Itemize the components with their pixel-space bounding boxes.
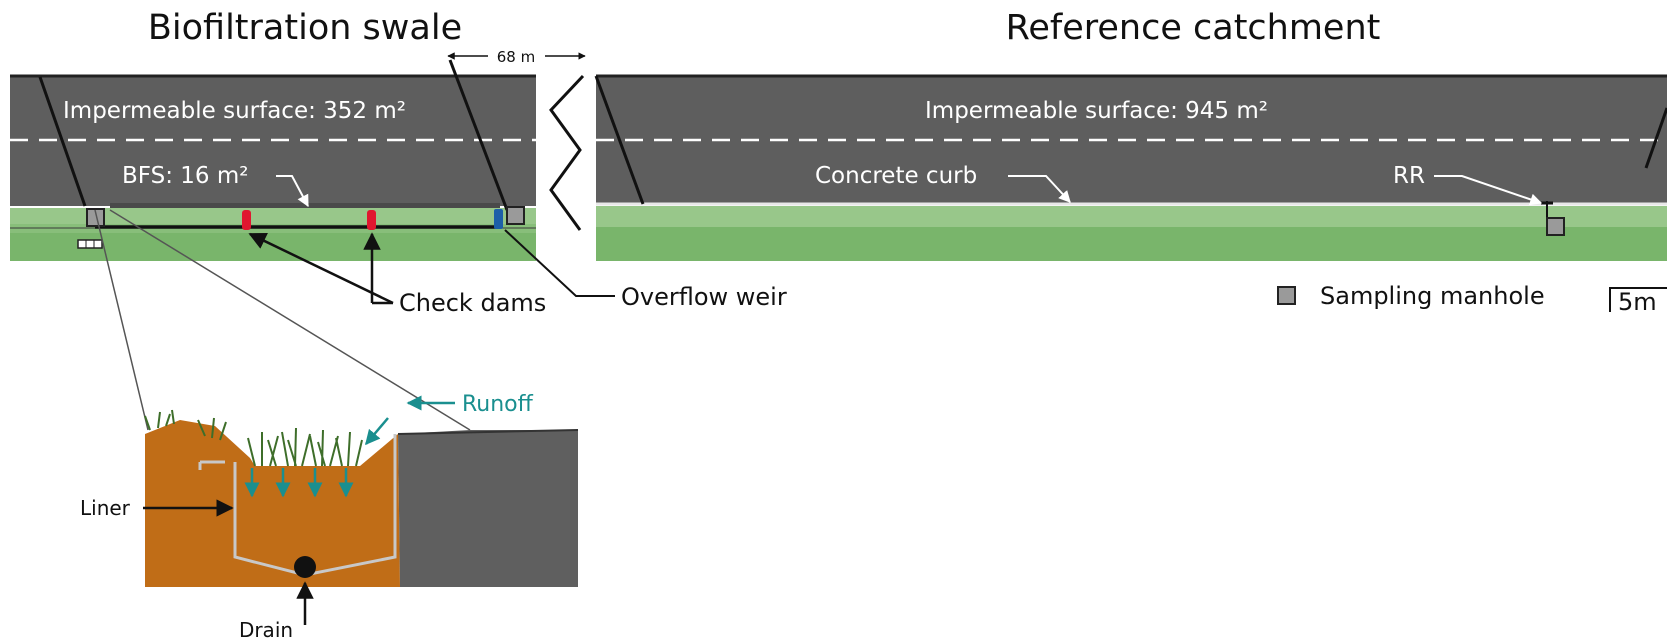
left-road-plan: [10, 59, 536, 261]
check-dam-1: [242, 210, 251, 230]
dimension-68m: 68 m: [447, 48, 586, 66]
right-grass-dark: [596, 227, 1667, 261]
left-surface-label: Impermeable surface: 352 m²: [63, 98, 406, 124]
check-dams-label: Check dams: [399, 289, 546, 317]
zoom-line-left: [94, 209, 149, 431]
runoff-inflow-arrow: [365, 417, 389, 446]
grass-tufts: [144, 409, 363, 467]
rr-label: RR: [1393, 163, 1425, 189]
sampling-manhole-left: [86, 208, 105, 227]
check-dams-callout: [248, 232, 394, 305]
bfs-label: BFS: 16 m²: [122, 163, 248, 189]
check-dam-2: [367, 210, 376, 230]
concrete-curb-label: Concrete curb: [815, 163, 977, 189]
liner-label: Liner: [80, 496, 131, 520]
drain-label: Drain: [239, 618, 293, 642]
overflow-weir: [494, 209, 503, 229]
left-panel-title: Biofiltration swale: [148, 8, 462, 48]
left-boundary-line: [38, 76, 87, 207]
left-grass-light: [10, 208, 536, 224]
middle-boundary-line: [448, 59, 509, 211]
right-surface-label: Impermeable surface: 945 m²: [925, 98, 1268, 124]
overflow-weir-label: Overflow weir: [621, 283, 787, 311]
right-boundary-line: [594, 75, 645, 205]
scale-bar: [1609, 287, 1667, 312]
scale-label: 5m: [1618, 288, 1657, 316]
legend-manhole-swatch: [1277, 286, 1296, 305]
pavement-block: [398, 430, 578, 587]
right-road-plan: [594, 74, 1667, 261]
zoom-line-right: [109, 209, 471, 431]
drain-pipe: [294, 556, 316, 578]
cross-section: [144, 409, 579, 587]
break-symbol: [549, 74, 585, 231]
right-panel-title: Reference catchment: [1006, 8, 1381, 48]
sampling-manhole-weir: [506, 206, 525, 225]
curb-arrow: [1008, 175, 1071, 203]
infiltration-arrows: [244, 468, 354, 498]
drain-pipe-symbol: [77, 239, 103, 249]
dimension-label: 68 m: [497, 48, 535, 66]
runoff-label: Runoff: [462, 392, 534, 417]
bfs-arrow: [276, 175, 309, 208]
overflow-weir-callout: [504, 229, 615, 297]
legend-manhole-label: Sampling manhole: [1320, 282, 1545, 310]
sampling-manhole-rr: [1546, 217, 1565, 236]
rr-arrow: [1434, 175, 1543, 206]
right-grass-light: [596, 206, 1667, 227]
